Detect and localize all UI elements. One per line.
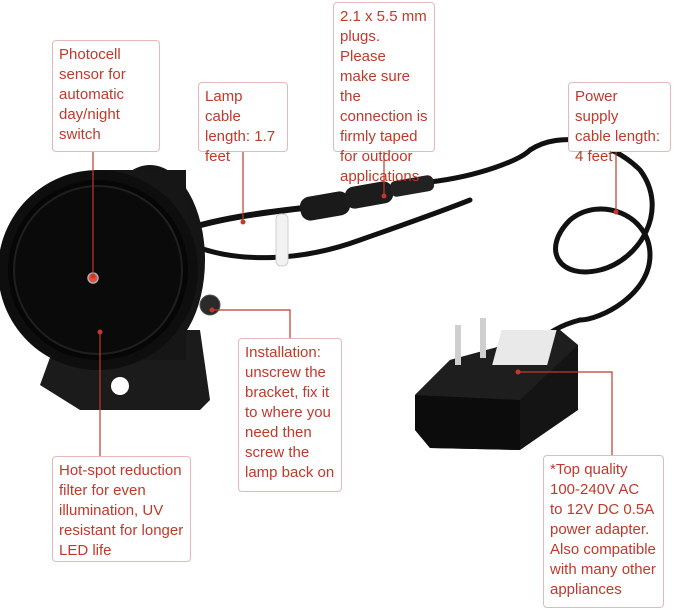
callout-power-cable: Power supply cable length: 4 feet — [568, 82, 671, 165]
lamp — [0, 165, 205, 370]
power-adapter — [415, 318, 578, 450]
barrel-connector — [299, 175, 435, 221]
adapter-label — [492, 330, 557, 365]
callout-filter: Hot-spot reduction filter for even illum… — [52, 456, 191, 562]
leader-lines — [90, 152, 619, 456]
leader-installation — [212, 309, 291, 338]
callout-plugs: 2.1 x 5.5 mm plugs. Please make sure the… — [333, 2, 435, 185]
callout-lamp-cable: Lamp cable length: 1.7 feet — [198, 82, 288, 165]
callout-adapter: *Top quality 100-240V AC to 12V DC 0.5A … — [543, 455, 664, 608]
power-cable — [427, 137, 655, 323]
cable-tie — [275, 213, 289, 267]
lamp-cable-loop — [197, 197, 473, 261]
leader-adapter — [518, 371, 613, 455]
callout-installation: Installation: unscrew the bracket, fix i… — [238, 338, 342, 492]
callout-photocell: Photocell sensor for automatic day/night… — [52, 40, 160, 152]
